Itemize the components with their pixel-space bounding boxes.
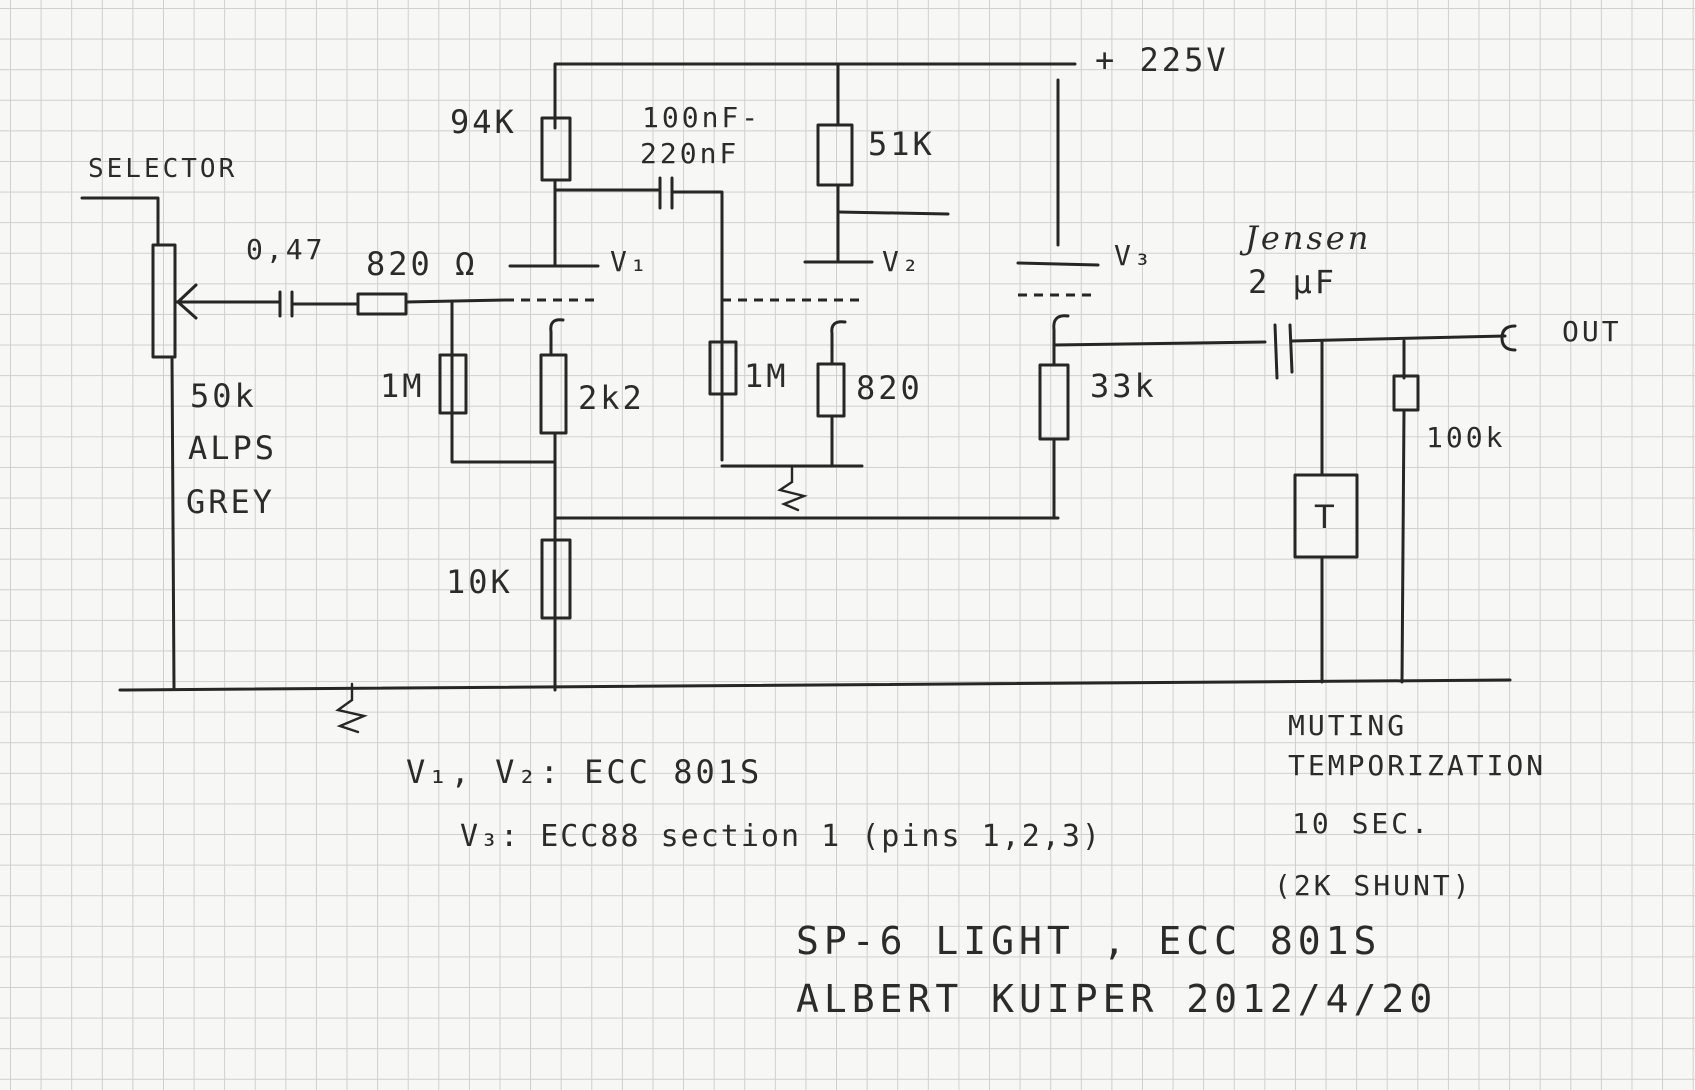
title-line-2: ALBERT KUIPER 2012/4/20 [796, 977, 1438, 1021]
pot-make-label: ALPS [188, 429, 278, 467]
input-network [278, 290, 557, 464]
v2-grid-leak-label: 1M [744, 357, 789, 395]
v1-label: V₁ [610, 245, 650, 278]
v2-label: V₂ [882, 245, 922, 278]
tail-resistor-label: 10K [446, 563, 513, 601]
title-line-1: SP-6 LIGHT , ECC 801S [796, 919, 1382, 963]
selector-potentiometer [80, 196, 282, 690]
v2-tube [803, 123, 950, 468]
muting-note-line-1: MUTING [1288, 709, 1408, 742]
v3-cathode-resistor-label: 33k [1090, 367, 1157, 405]
ground-rail [118, 678, 1512, 734]
grid-stopper-label: 820 Ω [366, 245, 478, 283]
selector-label: SELECTOR [88, 154, 238, 184]
pot-color-label: GREY [186, 483, 276, 521]
v1-plate-resistor-label: 94K [450, 103, 517, 141]
coupling-cap-label-1: 100nF- [642, 101, 762, 134]
output-label: OUT [1562, 315, 1622, 348]
v1-grid-leak-label: 1M [380, 367, 425, 405]
output-cap-label-1: Jensen [1245, 219, 1372, 257]
v3-label: V₃ [1114, 239, 1154, 272]
coupling-cap-label-2: 220nF [640, 137, 740, 170]
tube-note-v3: V₃: ECC88 section 1 (pins 1,2,3) [460, 819, 1102, 854]
v2-plate-resistor-label: 51K [868, 125, 935, 163]
muting-note-line-4: (2K SHUNT) [1274, 869, 1473, 902]
muting-note-line-3: 10 SEC. [1292, 807, 1432, 840]
v3-tube [1016, 261, 1267, 520]
output-shunt-label: 100k [1426, 421, 1506, 454]
tube-note-v1-v2: V₁, V₂: ECC 801S [406, 753, 763, 791]
v2-cathode-resistor-label: 820 [856, 369, 923, 407]
coupling-capacitor [553, 176, 865, 512]
supply-voltage-label: + 225V [1095, 41, 1229, 79]
muting-relay-symbol: T [1314, 498, 1335, 536]
input-cap-label: 0,47 [246, 233, 326, 266]
pot-value-label: 50k [190, 377, 257, 415]
output-cap-label-2: 2 μF [1248, 263, 1338, 301]
muting-note-line-2: TEMPORIZATION [1288, 749, 1547, 782]
output-network [1273, 323, 1517, 684]
v1-tube [505, 116, 1060, 692]
supply-rail [553, 62, 1077, 247]
v1-cathode-resistor-label: 2k2 [578, 379, 645, 417]
